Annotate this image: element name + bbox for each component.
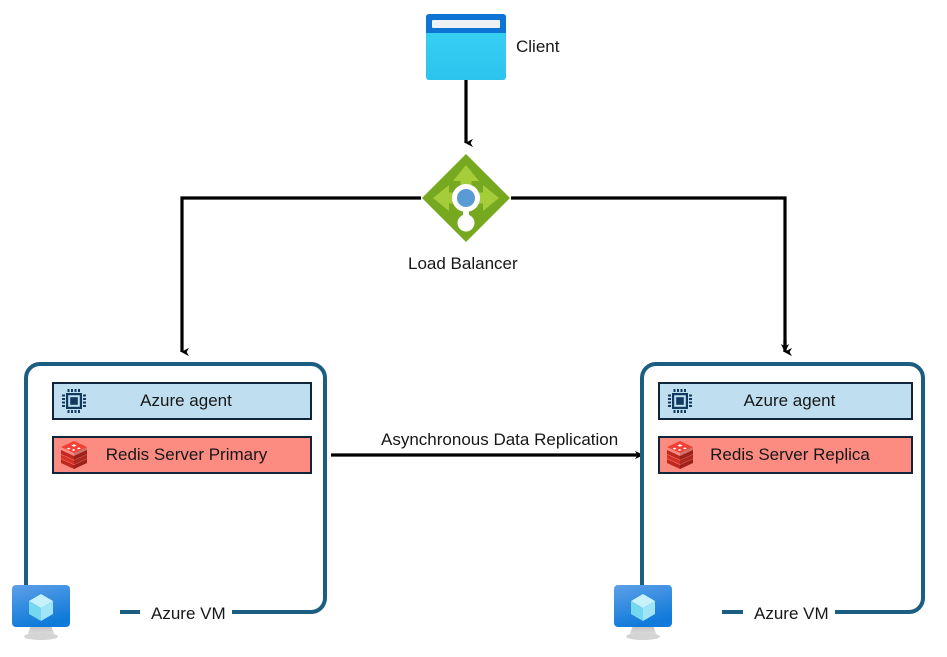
wire-lb-to-vm-left bbox=[180, 196, 421, 357]
redis-server-replica-label: Redis Server Replica bbox=[710, 445, 870, 464]
azure-vm-label-left: Azure VM bbox=[145, 604, 232, 624]
azure-agent-right-label: Azure agent bbox=[743, 391, 836, 410]
client-icon bbox=[426, 14, 506, 80]
chip-icon bbox=[60, 387, 88, 415]
client-addressbar bbox=[432, 19, 500, 28]
vm-left-border-mask-icon bbox=[28, 606, 120, 616]
redis-server-replica[interactable]: Redis Server Replica bbox=[658, 436, 913, 474]
replication-label: Asynchronous Data Replication bbox=[377, 430, 623, 450]
wire-lb-to-vm-right bbox=[511, 196, 790, 353]
azure-agent-right[interactable]: Azure agent bbox=[658, 382, 913, 420]
azure-agent-left-label: Azure agent bbox=[140, 391, 232, 410]
azure-agent-left[interactable]: Azure agent bbox=[52, 382, 312, 420]
redis-cube-icon bbox=[59, 440, 89, 470]
azure-vm-icon-left bbox=[10, 583, 72, 643]
vm-right-border-mask-icon bbox=[630, 606, 722, 616]
client-label: Client bbox=[516, 37, 560, 56]
redis-server-primary-label: Redis Server Primary bbox=[105, 445, 268, 464]
chip-icon bbox=[666, 387, 694, 415]
load-balancer-icon bbox=[421, 153, 511, 243]
load-balancer-label: Load Balancer bbox=[408, 254, 518, 273]
azure-vm-icon-right bbox=[612, 583, 674, 643]
client-titlebar bbox=[426, 14, 506, 33]
azure-vm-label-right: Azure VM bbox=[748, 604, 835, 624]
redis-server-primary[interactable]: Redis Server Primary bbox=[52, 436, 312, 474]
redis-cube-icon bbox=[665, 440, 695, 470]
